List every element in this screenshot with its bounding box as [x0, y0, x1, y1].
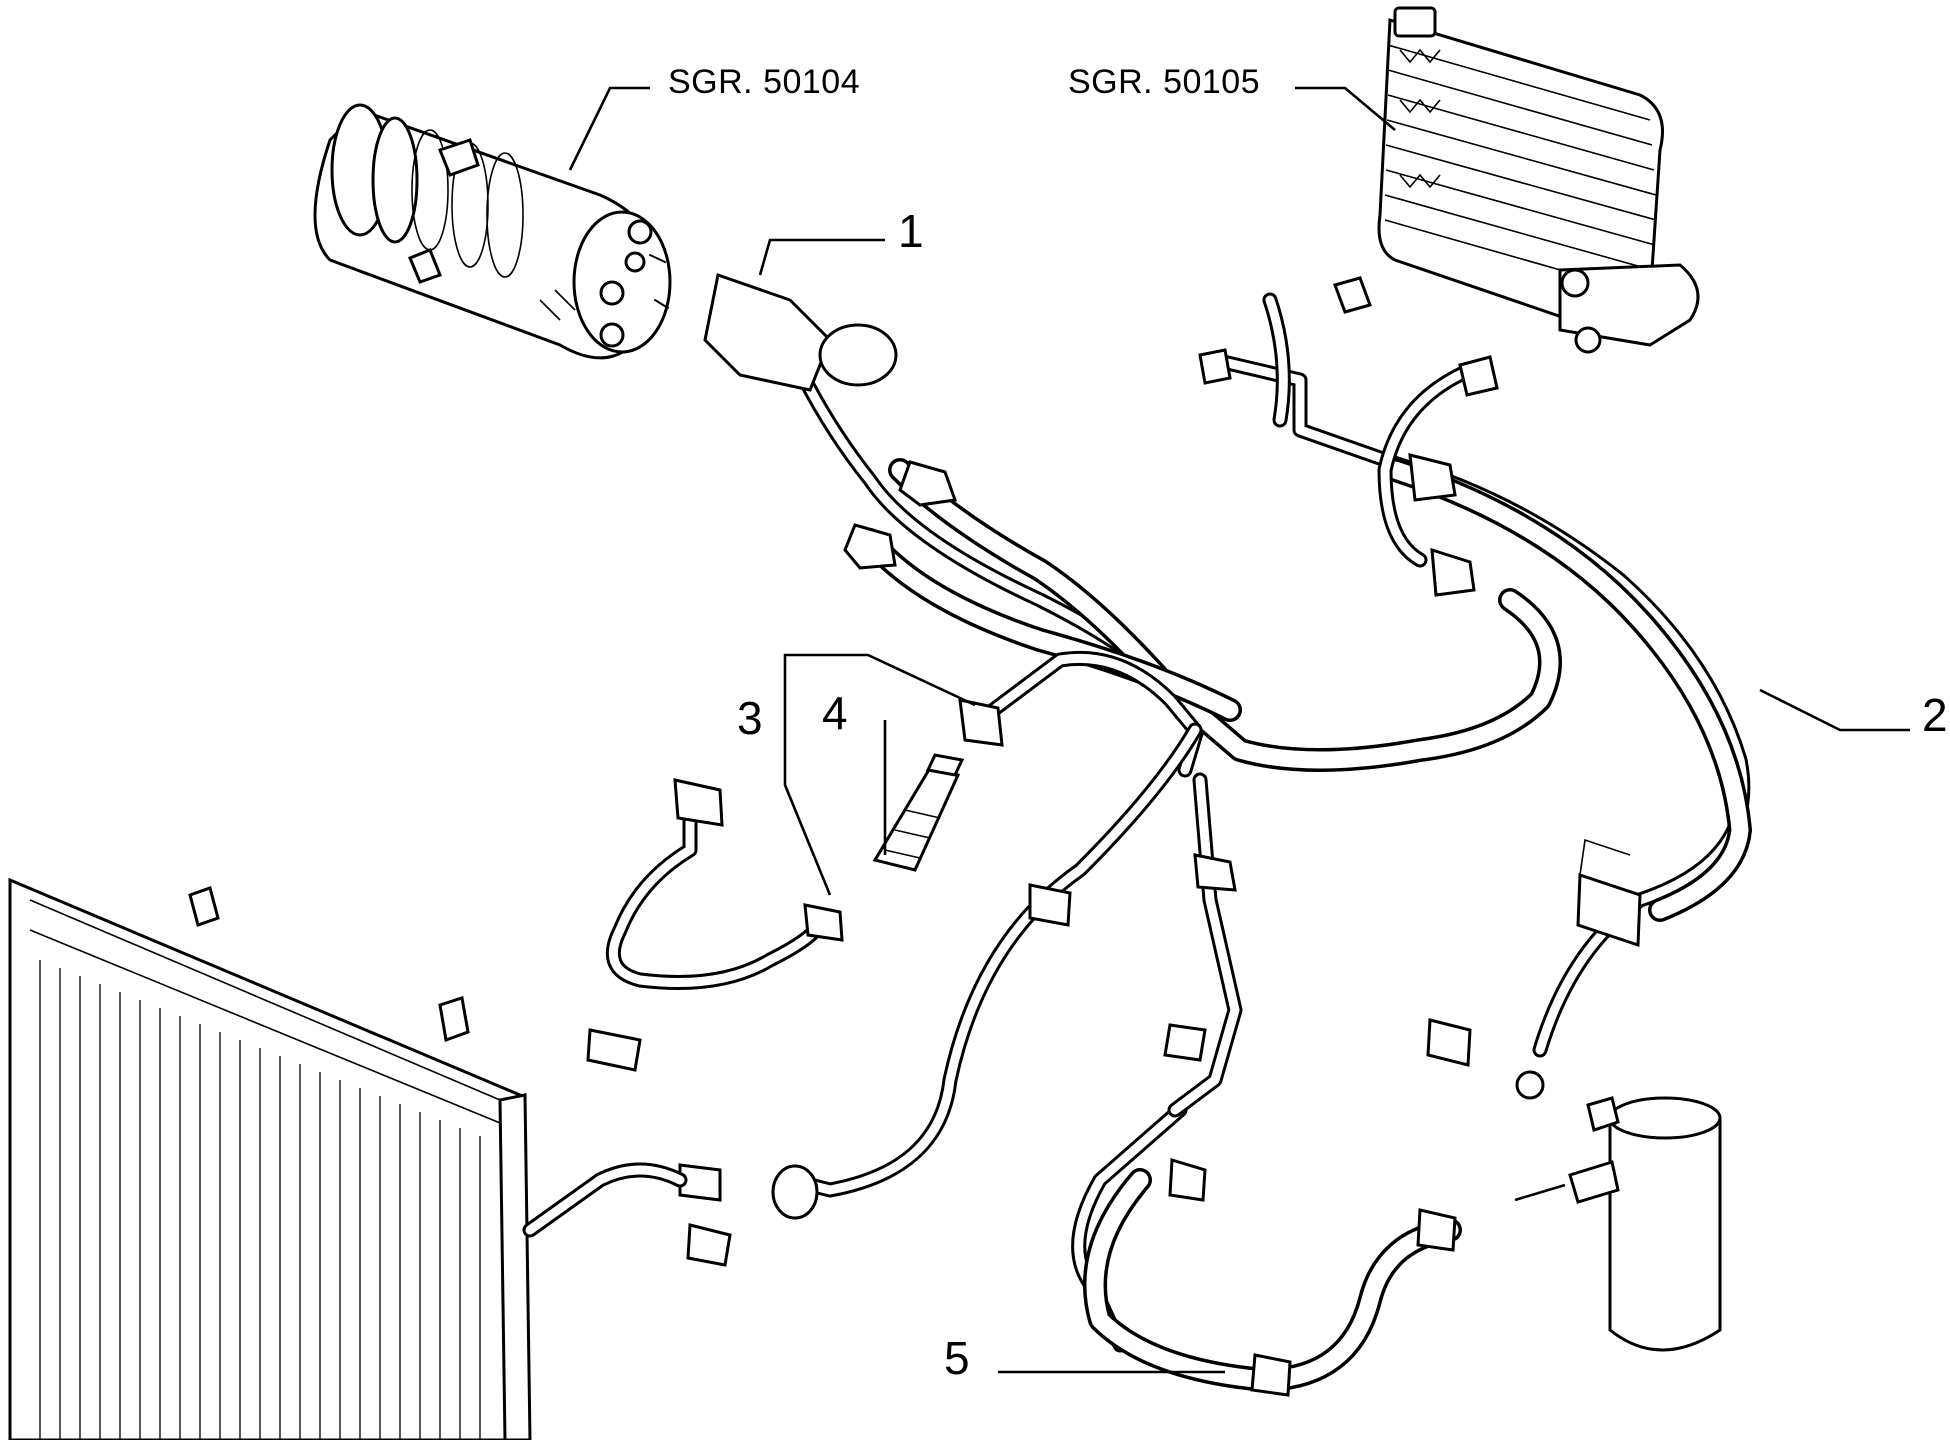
callout-ref-compressor: SGR. 50104 [668, 63, 860, 101]
leader-item-2 [1759, 688, 1910, 732]
callout-item-5: 5 [944, 1332, 970, 1384]
leader-item-3 [783, 653, 976, 896]
callout-item-4: 4 [822, 687, 848, 739]
compressor-unit [313, 103, 672, 360]
callout-ref-evaporator: SGR. 50105 [1068, 63, 1260, 101]
leader-ref-evaporator [1295, 86, 1396, 131]
leader-lines [568, 86, 1910, 1374]
callout-item-1: 1 [898, 205, 924, 257]
pressure-switch [872, 753, 965, 872]
leader-ref-compressor [568, 86, 650, 171]
leader-item-1 [758, 238, 885, 276]
callout-item-3: 3 [737, 692, 763, 744]
hose-assembly-5 [1071, 772, 1462, 1397]
hose-assembly-2 [1198, 276, 1752, 1100]
callout-item-2: 2 [1922, 689, 1948, 741]
evaporator-unit [1377, 6, 1700, 354]
receiver-drier [1514, 1096, 1722, 1352]
hose-assembly-3 [522, 650, 1203, 1267]
hose-assembly-1 [703, 273, 1562, 778]
condenser-unit [8, 877, 532, 1440]
